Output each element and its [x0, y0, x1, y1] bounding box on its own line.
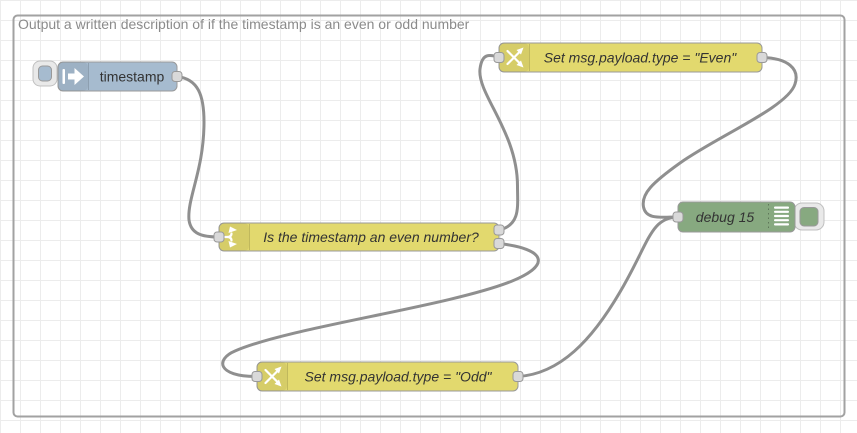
debug-toggle-button-inner[interactable] [799, 207, 819, 227]
wire-change-even-to-debug[interactable] [641, 56, 798, 219]
debug-node-label: debug 15 [696, 209, 755, 225]
wire-switch-to-change-odd[interactable] [221, 242, 540, 378]
switch-output-port-2[interactable] [493, 238, 505, 249]
switch-input-port[interactable] [213, 231, 225, 243]
node-group: Output a written description of if the t… [12, 14, 846, 418]
change-even-node-label: Set msg.payload.type = "Even" [544, 50, 737, 66]
wire-switch-to-change-even[interactable] [478, 53, 520, 232]
inject-arrow-icon [62, 68, 84, 85]
switch-node-label: Is the timestamp an even number? [263, 229, 479, 245]
inject-node-label: timestamp [100, 69, 165, 85]
debug-input-port[interactable] [672, 211, 684, 223]
switch-output-port-1[interactable] [493, 224, 505, 236]
wire-inject-to-switch[interactable] [175, 75, 221, 239]
node-switch[interactable]: Is the timestamp an even number? [213, 222, 505, 252]
inject-button-inner[interactable] [38, 65, 52, 82]
node-change-odd[interactable]: Set msg.payload.type = "Odd" [251, 361, 524, 392]
change-swap-icon [506, 47, 524, 68]
change-odd-node-label: Set msg.payload.type = "Odd" [305, 369, 493, 385]
node-inject-timestamp[interactable]: timestamp [32, 60, 183, 92]
node-change-even[interactable]: Set msg.payload.type = "Even" [493, 42, 768, 73]
switch-icon-area [219, 223, 249, 251]
change-odd-output-port[interactable] [512, 371, 524, 382]
change-odd-input-port[interactable] [251, 371, 263, 382]
change-even-output-port[interactable] [756, 52, 768, 63]
group-label: Output a written description of if the t… [18, 16, 470, 32]
wire-change-odd-to-debug[interactable] [516, 215, 680, 378]
switch-fork-icon [221, 226, 237, 248]
node-debug[interactable]: debug 15 [672, 201, 825, 233]
group-border[interactable] [12, 14, 846, 418]
debug-list-icon [774, 206, 789, 226]
change-swap-icon [264, 366, 282, 387]
change-even-input-port[interactable] [493, 52, 505, 63]
inject-output-port[interactable] [171, 71, 183, 82]
